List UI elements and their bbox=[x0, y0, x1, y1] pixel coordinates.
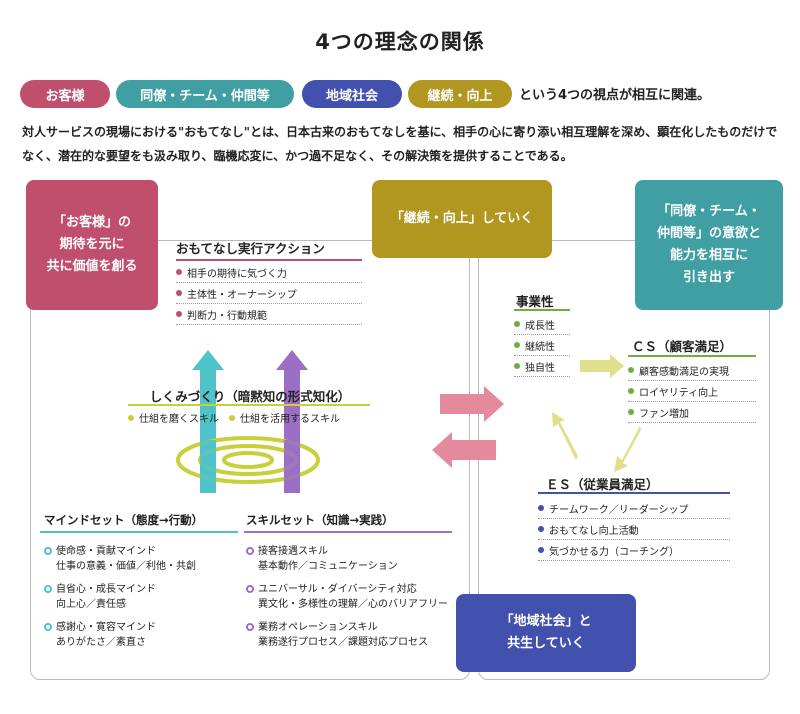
shikumi-list: 仕組を磨くスキル 仕組を活用するスキル bbox=[128, 410, 340, 425]
bullet-icon bbox=[128, 414, 134, 421]
ring-bullet-icon bbox=[44, 547, 52, 555]
pills-caption: という4つの視点が相互に関連。 bbox=[519, 88, 711, 103]
bullet-icon bbox=[628, 409, 634, 415]
ring-bullet-icon bbox=[44, 585, 52, 593]
ring-bullet-icon bbox=[246, 585, 254, 593]
bullet-icon bbox=[628, 388, 634, 394]
cs-title: ＣＳ（顧客満足） bbox=[632, 339, 733, 354]
pill-community: 地域社会 bbox=[302, 80, 402, 108]
pill-continuity: 継続・向上 bbox=[408, 80, 512, 108]
bullet-icon bbox=[514, 321, 520, 327]
list-item: ユニバーサル・ダイバーシティ対応異文化・多様性の理解／心のバリアフリー bbox=[246, 582, 456, 612]
shikumi-title: しくみづくり（暗黙知の形式知化） bbox=[149, 389, 351, 404]
skillset-list: 接客接遇スキル基本動作／コミュニケーション ユニバーサル・ダイバーシティ対応異文… bbox=[246, 544, 456, 658]
mindset-list: 使命感・貢献マインド仕事の意義・価値／利他・共創 自省心・成長マインド向上心／責… bbox=[44, 544, 240, 658]
arrow-business-to-cs bbox=[580, 354, 624, 378]
description: 対人サービスの現場における"おもてなし"とは、日本古来のおもてなしを基に、相手の… bbox=[22, 125, 778, 163]
list-item: チームワーク／リーダーシップ bbox=[538, 498, 730, 519]
ring-bullet-icon bbox=[44, 623, 52, 631]
business-list: 成長性 継続性 独自性 bbox=[514, 314, 570, 377]
bullet-icon bbox=[176, 311, 182, 317]
list-item: 業務オペレーションスキル業務遂行プロセス／課題対応プロセス bbox=[246, 620, 456, 650]
es-title: ＥＳ（従業員満足） bbox=[546, 477, 659, 492]
es-list: チームワーク／リーダーシップ おもてなし向上活動 気づかせる力（コーチング） bbox=[538, 498, 730, 561]
corner-colleagues: 「同僚・チーム・ 仲間等」の意欲と 能力を相互に 引き出す bbox=[635, 180, 783, 310]
list-item: 仕組を活用するスキル bbox=[229, 410, 340, 425]
list-item: 顧客感動満足の実現 bbox=[628, 360, 756, 381]
list-item: ファン増加 bbox=[628, 402, 756, 423]
bullet-icon bbox=[176, 290, 182, 296]
bullet-icon bbox=[176, 269, 182, 275]
list-item: 主体性・オーナーシップ bbox=[176, 283, 362, 304]
bullet-icon bbox=[514, 342, 520, 348]
list-item: 自省心・成長マインド向上心／責任感 bbox=[44, 582, 240, 612]
list-item: 気づかせる力（コーチング） bbox=[538, 540, 730, 561]
pill-customer: お客様 bbox=[20, 80, 110, 108]
list-item: 継続性 bbox=[514, 335, 570, 356]
left-panel bbox=[30, 240, 470, 680]
mindset-title: マインドセット（態度→行動） bbox=[44, 513, 204, 527]
list-item: 使命感・貢献マインド仕事の意義・価値／利他・共創 bbox=[44, 544, 240, 574]
pill-colleagues: 同僚・チーム・仲間等 bbox=[116, 80, 294, 108]
skillset-title: スキルセット（知識→実践） bbox=[246, 513, 394, 527]
list-item: 仕組を磨くスキル bbox=[128, 410, 219, 425]
list-item: 相手の期待に気づく力 bbox=[176, 262, 362, 283]
list-item: 判断力・行動規範 bbox=[176, 304, 362, 325]
ring-bullet-icon bbox=[246, 623, 254, 631]
business-title: 事業性 bbox=[516, 294, 554, 309]
list-item: 成長性 bbox=[514, 314, 570, 335]
bullet-icon bbox=[538, 526, 544, 532]
arrow-cs-to-es bbox=[614, 426, 641, 472]
corner-community: 「地域社会」と 共生していく bbox=[456, 594, 636, 672]
arrow-es-to-business bbox=[552, 412, 578, 460]
omotenashi-title: おもてなし実行アクション bbox=[176, 241, 325, 256]
page-title: 4つの理念の関係 bbox=[315, 30, 485, 54]
bullet-icon bbox=[538, 505, 544, 511]
list-item: 感謝心・寛容マインドありがたさ／素直さ bbox=[44, 620, 240, 650]
bullet-icon bbox=[538, 547, 544, 553]
bullet-icon bbox=[514, 363, 520, 369]
list-item: おもてなし向上活動 bbox=[538, 519, 730, 540]
omotenashi-list: 相手の期待に気づく力 主体性・オーナーシップ 判断力・行動規範 bbox=[176, 262, 362, 325]
corner-continuity: 「継続・向上」していく bbox=[372, 180, 552, 258]
cs-list: 顧客感動満足の実現 ロイヤリティ向上 ファン増加 bbox=[628, 360, 756, 423]
bullet-icon bbox=[628, 367, 634, 373]
list-item: 接客接遇スキル基本動作／コミュニケーション bbox=[246, 544, 456, 574]
arrow-left-pink bbox=[432, 432, 496, 468]
arrow-right-pink bbox=[440, 386, 504, 422]
list-item: ロイヤリティ向上 bbox=[628, 381, 756, 402]
ring-bullet-icon bbox=[246, 547, 254, 555]
list-item: 独自性 bbox=[514, 356, 570, 377]
corner-customer: 「お客様」の 期待を元に 共に価値を創る bbox=[26, 180, 158, 310]
bullet-icon bbox=[229, 414, 235, 421]
